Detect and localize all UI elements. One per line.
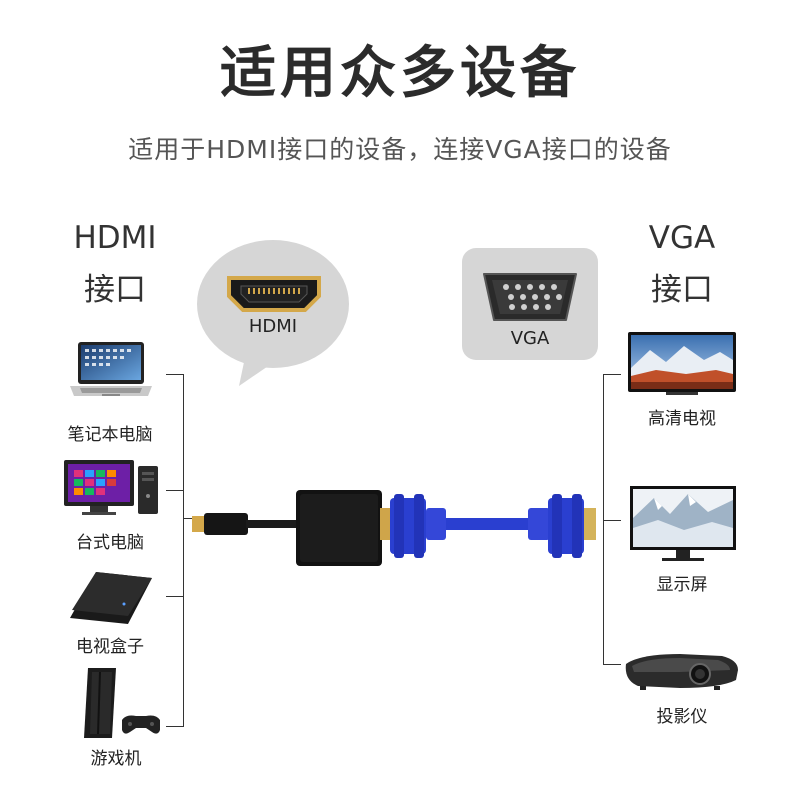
device-label-laptop: 笔记本电脑 — [67, 425, 153, 445]
left-bracket-tick — [166, 374, 184, 375]
device-label-monitor: 显示屏 — [656, 575, 708, 595]
hdmi-heading-line2: 接口 — [84, 272, 146, 308]
hdmi-bubble-label: HDMI — [248, 316, 298, 337]
hdmi-heading-line1: HDMI — [73, 220, 157, 256]
page-subtitle: 适用于HDMI接口的设备，连接VGA接口的设备 — [128, 135, 672, 164]
device-label-hd-tv: 高清电视 — [648, 409, 716, 429]
vga-heading-line1: VGA — [648, 220, 716, 256]
vga-heading-line2: 接口 — [651, 272, 713, 308]
left-connector-line — [184, 518, 196, 519]
hdmi-to-vga-adapter — [192, 484, 602, 568]
hdmi-port-bubble: HDMI — [195, 238, 355, 388]
hdmi-port-icon — [227, 276, 321, 312]
right-bracket-line — [603, 374, 604, 664]
vga-heading: VGA 接口 — [622, 212, 742, 316]
vga-cable — [446, 518, 532, 530]
hd-tv-icon — [626, 330, 738, 396]
right-bracket-tick — [603, 374, 621, 375]
vga-bubble-label: VGA — [510, 328, 550, 349]
hdmi-plug-tip — [192, 516, 206, 532]
page-title: 适用众多设备 — [220, 41, 580, 106]
hdmi-heading: HDMI 接口 — [55, 212, 175, 316]
game-console-icon — [82, 664, 162, 740]
device-label-projector: 投影仪 — [656, 707, 708, 727]
right-bracket-tick — [603, 664, 621, 665]
vga-port-icon — [483, 273, 577, 321]
hdmi-cable — [246, 520, 298, 528]
monitor-icon — [628, 484, 738, 564]
left-bracket-tick — [166, 726, 184, 727]
device-label-desktop: 台式电脑 — [76, 533, 144, 553]
vga-plug-pins — [584, 508, 596, 540]
hdmi-plug-body — [204, 513, 248, 535]
vga-port-bubble: VGA — [462, 248, 598, 360]
desktop-computer-icon — [62, 456, 162, 520]
device-label-tv-box: 电视盒子 — [76, 637, 144, 657]
device-label-game-console: 游戏机 — [90, 749, 142, 769]
left-bracket-tick — [166, 490, 184, 491]
laptop-icon — [66, 336, 156, 406]
tv-box-icon — [66, 568, 156, 628]
left-bracket-tick — [166, 596, 184, 597]
right-bracket-tick — [603, 520, 621, 521]
left-bracket-line — [183, 374, 184, 726]
projector-icon — [620, 650, 742, 692]
